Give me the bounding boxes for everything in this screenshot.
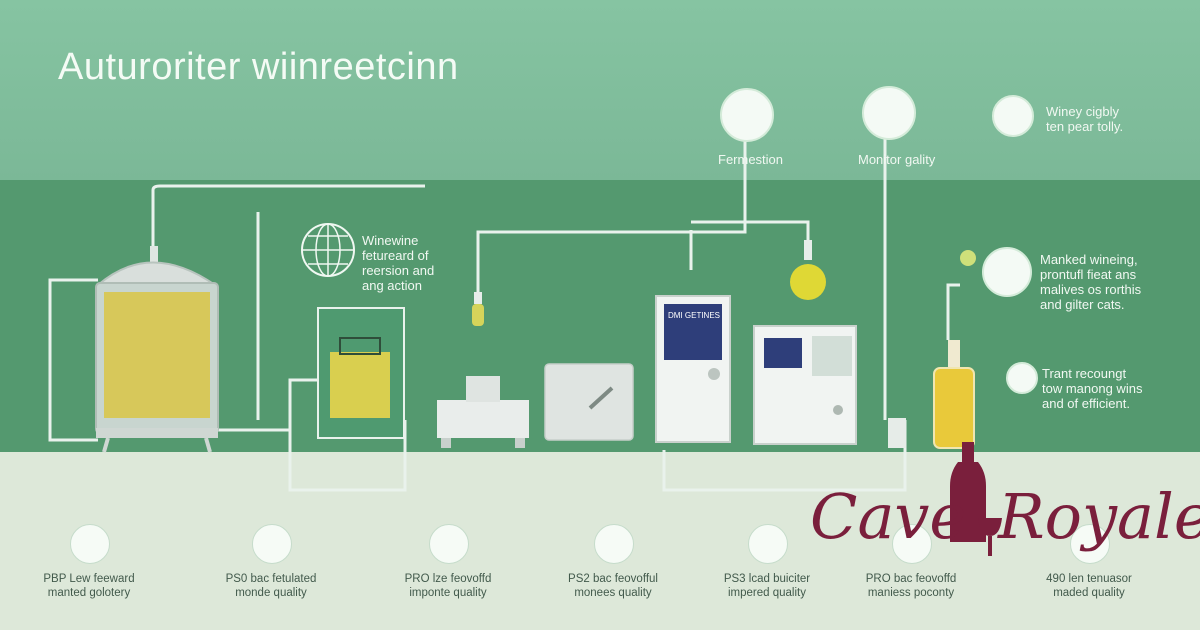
bottom-label-6: PRO bac feovoffd maniess poconty [865, 573, 957, 599]
bulb-2 [790, 240, 826, 300]
page-title: Auturoriter wiinreetcinn [58, 46, 459, 88]
top-band [0, 0, 1200, 180]
marked-label: Manked wineing, prontufl fieat ans maliv… [1040, 252, 1142, 312]
chart-icon [982, 247, 1032, 297]
fermentation-label: Fermestion [718, 152, 784, 167]
control-cabinet [655, 295, 731, 443]
winewine-label: Winewine fetureard of reersion and ang a… [362, 233, 435, 293]
indicator-dot [960, 250, 976, 266]
bottom-label-1: PBP Lew feeward manted golotery [43, 573, 135, 599]
press-machine [437, 376, 529, 448]
fermentation-tank [95, 246, 219, 453]
sensor [888, 418, 906, 448]
bottom-label-2: PS0 bac fetulated monde quality [225, 573, 317, 599]
wine-icon [892, 524, 932, 564]
crusher-panel [317, 307, 405, 439]
bottom-label-3: PRO lze feovoffd imponte quality [404, 573, 492, 599]
bulb-1 [472, 292, 484, 326]
globe-icon [301, 223, 355, 277]
bottle [933, 340, 975, 449]
monitor-icon [429, 524, 469, 564]
bottle-icon [862, 86, 916, 140]
fermentation-icon [720, 88, 774, 142]
bottom-label-4: PS2 bac feovofful monees quality [568, 573, 658, 599]
location-icon [992, 95, 1034, 137]
pipes [48, 100, 960, 492]
bottle-icon-bottom [748, 524, 788, 564]
screen-icon [70, 524, 110, 564]
tank-box [544, 363, 634, 441]
logo-bottle [950, 442, 1002, 556]
clock-icon [1006, 362, 1038, 394]
analyzer-cabinet [753, 325, 857, 445]
bottom-label-5: PS3 lcad buiciter impered quality [723, 573, 811, 599]
globe-icon-bottom [252, 524, 292, 564]
cave-royale-logo: Cave Royale [800, 440, 1200, 590]
trant-label: Trant recoungt tow manong wins and of ef… [1042, 366, 1143, 411]
logo-word-cave: Cave [810, 480, 967, 553]
screen-label: DMI GETINES [668, 311, 721, 320]
logo-word-royale: Royale [998, 480, 1200, 553]
monitor-label: Monitor gality [858, 152, 936, 167]
top-note: Winey cigbly ten pear tolly. [1046, 104, 1124, 134]
bottom-label-7: 490 len tenuasor maded quality [1046, 573, 1132, 599]
glass-icon [1070, 524, 1110, 564]
leaf-icon [594, 524, 634, 564]
